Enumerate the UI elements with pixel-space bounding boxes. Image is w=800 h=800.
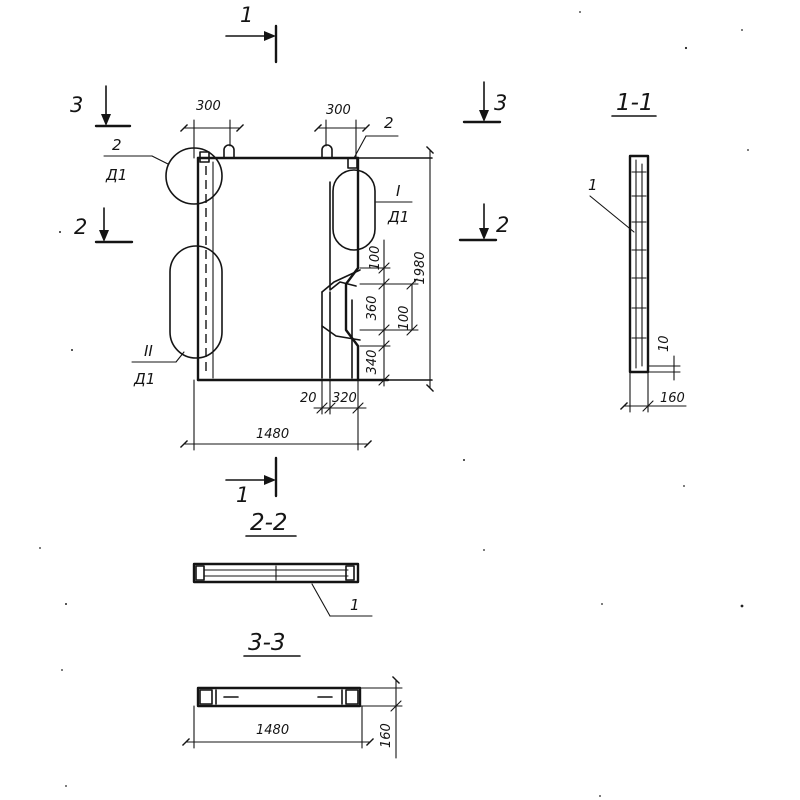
callout-2-sheet: Д1	[105, 166, 127, 184]
section-2-2-position-label: 1	[350, 596, 360, 614]
lifting-loop-right	[321, 144, 333, 159]
section-1-1-position-label: 1	[588, 176, 598, 194]
section-cut-markers: 1 1 3 3 2 2	[70, 3, 509, 507]
elevation-dimensions: 300 300 1980 100 360 340 100	[179, 99, 435, 451]
cut-2-left-label: 2	[74, 215, 87, 239]
section-3-3-dim-1480-text: 1480	[256, 723, 289, 738]
section-2-2-outline	[192, 562, 360, 584]
node-ii-callout-oval	[169, 245, 223, 359]
dim-320-text: 320	[332, 391, 357, 406]
cut-2-right-arrowhead	[479, 228, 489, 240]
embedded-plate-top-right	[347, 157, 358, 169]
section-1-1-dim-160-tick	[642, 400, 654, 412]
dim-320-tick-b	[324, 402, 336, 414]
section-1-1-outline	[628, 154, 650, 374]
section-3-3-title: 3-3	[248, 630, 286, 656]
callout-i-sheet: Д1	[387, 208, 409, 226]
cut-1-top-arrowhead	[264, 31, 276, 41]
cut-3-left-label: 3	[70, 93, 83, 117]
section-2-2-leader	[311, 583, 331, 617]
lifting-loop-left	[223, 144, 235, 159]
scan-specks	[39, 11, 749, 797]
dim-300-right-text: 300	[326, 103, 351, 118]
cut-1-bottom-arrowhead	[264, 475, 276, 485]
notch-line-lower	[321, 325, 361, 341]
dim-notch-tick-d	[378, 340, 390, 352]
panel-right-profile-inner	[329, 181, 357, 291]
section-2-2-end-left	[195, 565, 205, 581]
section-1-1-leader	[589, 195, 635, 233]
cut-2-left-arrowhead	[99, 230, 109, 242]
dim-notch-tick-b	[378, 278, 390, 290]
dim-340-text: 340	[365, 350, 380, 375]
section-1-1-title: 1-1	[616, 90, 654, 116]
cut-1-bottom-label: 1	[236, 483, 249, 507]
section-2-2-title: 2-2	[250, 510, 288, 536]
callout-2-right-number: 2	[384, 114, 394, 132]
section-3-3-end-left	[199, 689, 213, 705]
callout-leaders: 2 Д1 2 I Д1 II Д1	[103, 114, 413, 388]
dim-320-tick-a	[316, 402, 328, 414]
dim-notch-tick-e	[378, 374, 390, 386]
callout-ii-leader-slant	[175, 351, 185, 363]
dim-notch-tick-a	[378, 262, 390, 274]
callout-2-right-leader-slant	[353, 135, 367, 159]
section-3-3-dim-160-tick	[390, 700, 402, 712]
section-2-2-end-right	[345, 565, 355, 581]
section-3-3: 3-3 1480 160	[181, 630, 403, 759]
callout-ii-sheet: Д1	[133, 370, 155, 388]
dim-360-text: 360	[365, 296, 380, 321]
cut-1-top-label: 1	[240, 3, 253, 27]
dim-100-top-text: 100	[368, 246, 383, 271]
section-1-1-dim-10-text: 10	[657, 335, 672, 352]
callout-2-number: 2	[112, 136, 122, 154]
callout-i-number: I	[396, 182, 401, 200]
section-3-3-end-right	[345, 689, 359, 705]
callout-2-leader-slant	[151, 155, 169, 165]
dim-100-side-text: 100	[397, 306, 412, 331]
node-i-callout-oval	[332, 169, 376, 251]
section-2-2: 2-2 1	[192, 510, 373, 617]
dim-20-text: 20	[300, 391, 317, 406]
section-1-1-stirrups	[631, 171, 647, 339]
section-3-3-dim-160-text: 160	[379, 723, 394, 748]
cut-2-right-label: 2	[496, 213, 509, 237]
callout-ii-number: II	[144, 342, 153, 360]
dim-100-side-tick-a	[406, 278, 418, 290]
section-1-1: 1-1 1 10 160	[588, 90, 687, 413]
cut-3-left-arrowhead	[101, 114, 111, 126]
dim-1480-text: 1480	[256, 427, 289, 442]
dim-1980-text: 1980	[413, 251, 428, 284]
cut-3-right-label: 3	[494, 91, 507, 115]
panel-elevation	[165, 144, 433, 382]
dim-300-left-text: 300	[196, 99, 221, 114]
notch-line-upper	[321, 269, 361, 293]
section-1-1-dim-160-text: 160	[660, 391, 685, 406]
dim-320-tick-c	[352, 402, 364, 414]
embedded-plate-top-left	[199, 151, 210, 163]
dim-100-side-tick-b	[406, 324, 418, 336]
cut-3-right-arrowhead	[479, 110, 489, 122]
section-3-3-outline	[196, 686, 362, 708]
dim-notch-tick-c	[378, 324, 390, 336]
